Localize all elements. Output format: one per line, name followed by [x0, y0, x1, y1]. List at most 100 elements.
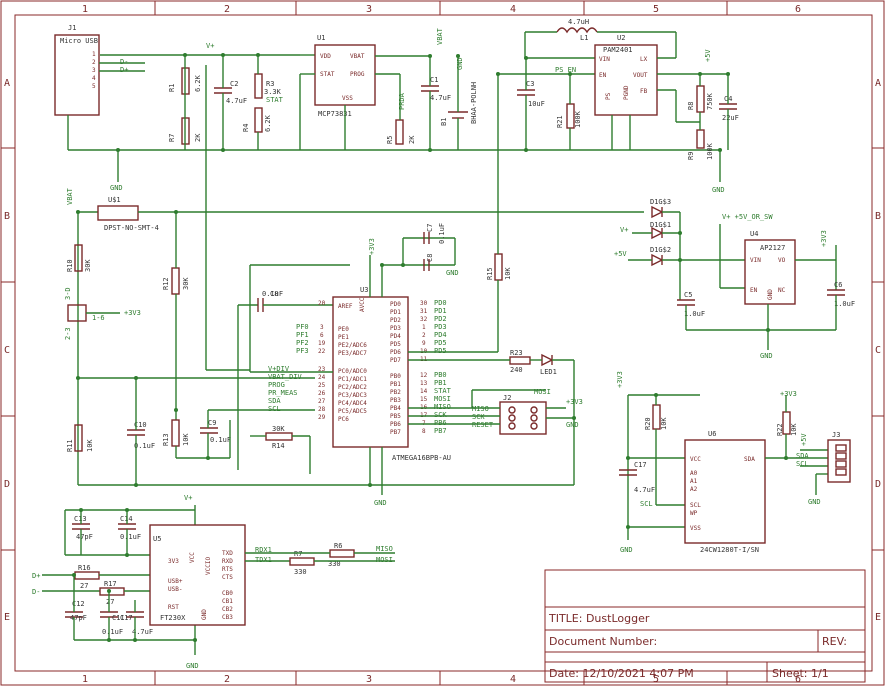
r3-resistor — [254, 73, 263, 99]
u1-pin: VBAT — [350, 53, 365, 60]
svg-text:PD1: PD1 — [434, 307, 447, 315]
svg-text:PD5: PD5 — [434, 339, 447, 347]
svg-text:PD5: PD5 — [390, 341, 401, 348]
r11-resistor — [74, 424, 83, 452]
column-label: 5 — [653, 674, 659, 685]
d2-ref: D1G$1 — [650, 221, 671, 229]
u3-left-pins: AREF AVCC PE0 PE1 PE2/ADC6 PE3/ADC7 PC0/… — [338, 297, 367, 423]
row-label: C — [875, 345, 881, 356]
svg-text:SCK: SCK — [434, 411, 447, 419]
j2-label: MOSI — [534, 388, 551, 396]
d2-diode — [651, 226, 664, 240]
u2-pin: VOUT — [633, 72, 648, 79]
j1-ref: J1 — [68, 24, 76, 32]
u4-pin: VIN — [750, 257, 761, 264]
u3-ref: U3 — [360, 286, 368, 294]
r7-value: 2K — [194, 133, 202, 142]
svg-text:22: 22 — [318, 348, 326, 355]
u-switch[interactable] — [97, 205, 139, 221]
column-label: 5 — [653, 4, 659, 15]
c2-ref: C2 — [230, 80, 238, 88]
svg-text:AREF: AREF — [338, 303, 353, 310]
gnd-label: GND — [110, 184, 123, 192]
row-label: E — [4, 612, 10, 623]
title-block: TITLE: DustLogger Document Number: REV: … — [544, 569, 866, 683]
l1-inductor — [556, 27, 598, 34]
u-switch-name: DPST-NO-SMT-4 — [104, 224, 159, 232]
r13-ref: R13 — [162, 433, 170, 446]
c9-value: 0.1uF — [262, 290, 283, 298]
gnd-label: GND — [712, 186, 725, 194]
svg-text:PB1: PB1 — [434, 379, 447, 387]
svg-text:CB1: CB1 — [222, 598, 233, 605]
j1-pin: 3 — [92, 67, 96, 74]
svg-text:SDA: SDA — [268, 397, 281, 405]
u5-name: FT230X — [160, 614, 186, 622]
gnd-label: GND — [620, 546, 633, 554]
l1-value: 4.7uH — [568, 18, 589, 26]
svg-text:A0: A0 — [690, 470, 698, 477]
svg-text:PB2: PB2 — [390, 389, 401, 396]
svg-text:26: 26 — [318, 390, 326, 397]
svg-text:PF0: PF0 — [296, 323, 309, 331]
svg-text:2: 2 — [422, 332, 426, 339]
u6-eeprom — [684, 439, 766, 544]
svg-text:PD1: PD1 — [390, 309, 401, 316]
svg-text:PC0/ADC0: PC0/ADC0 — [338, 368, 367, 375]
r7-ref: R7 — [168, 134, 176, 142]
r22-value: 10K — [790, 423, 798, 436]
gnd-label: GND — [456, 57, 464, 70]
svg-text:19: 19 — [318, 340, 326, 347]
svg-text:SCL: SCL — [268, 405, 281, 413]
svg-text:PB5: PB5 — [390, 413, 401, 420]
svg-text:A1: A1 — [690, 478, 698, 485]
u4-pin: VO — [778, 257, 786, 264]
d3-diode — [651, 253, 664, 267]
v33-label: +3V3 — [124, 309, 141, 317]
svg-text:PC5/ADC5: PC5/ADC5 — [338, 408, 367, 415]
gnd-label: GND — [446, 269, 459, 277]
r20-ref: R20 — [644, 417, 652, 430]
vbat-label: VBAT — [66, 187, 74, 205]
j3-ref: J3 — [832, 431, 840, 439]
column-label: 2 — [224, 4, 230, 15]
miso-label: MISO — [472, 405, 489, 413]
reset-label: RESET — [472, 421, 494, 429]
r23-value: 240 — [510, 366, 523, 374]
switch-net-label: V+ +5V_OR_SW — [722, 213, 773, 221]
svg-text:VBAT_DIV: VBAT_DIV — [268, 373, 303, 381]
c6-value: 1.0uF — [834, 300, 855, 308]
svg-text:PC2/ADC2: PC2/ADC2 — [338, 384, 367, 391]
c8-ref: C8 — [426, 254, 434, 262]
svg-text:USB-: USB- — [168, 586, 182, 593]
svg-text:PB3: PB3 — [390, 397, 401, 404]
u-switch-ref: U$1 — [108, 196, 121, 204]
row-label: E — [875, 612, 881, 623]
svg-text:8: 8 — [422, 428, 426, 435]
svg-text:VCC: VCC — [690, 456, 701, 463]
usb-uart-section: V+ C13 47pF C14 0.1uF D+ D- R16 27 R17 2… — [32, 494, 395, 670]
u2-pin: LX — [640, 56, 648, 63]
j1-dminus-label: D- — [120, 58, 128, 66]
gnd-label: GND — [374, 499, 387, 507]
j1-pin: 5 — [92, 83, 96, 90]
c17-value: 0.1uF — [120, 533, 141, 541]
svg-text:25: 25 — [318, 382, 326, 389]
svg-text:SDA: SDA — [744, 456, 755, 463]
row-label: A — [4, 78, 10, 89]
u2-name: PAM2401 — [603, 46, 633, 54]
r10-value: 30K — [84, 259, 92, 272]
svg-text:CB2: CB2 — [222, 606, 233, 613]
column-label: 2 — [224, 674, 230, 685]
svg-text:PD7: PD7 — [390, 357, 401, 364]
r12-value: 30K — [182, 277, 190, 290]
svg-text:AVCC: AVCC — [359, 297, 366, 312]
r17-value: 27 — [106, 598, 114, 606]
vplus-label: V+ — [184, 494, 192, 502]
svg-text:PB6: PB6 — [390, 421, 401, 428]
c12-value: 0.1uF — [102, 628, 123, 636]
svg-text:PD0: PD0 — [434, 299, 447, 307]
r16-ref: R16 — [78, 564, 91, 572]
r6-ref: R6 — [334, 542, 342, 550]
mcu-section: R10 30K 3-D 1-6 2-3 +3V3 R11 10K C10 0.1… — [64, 65, 583, 507]
